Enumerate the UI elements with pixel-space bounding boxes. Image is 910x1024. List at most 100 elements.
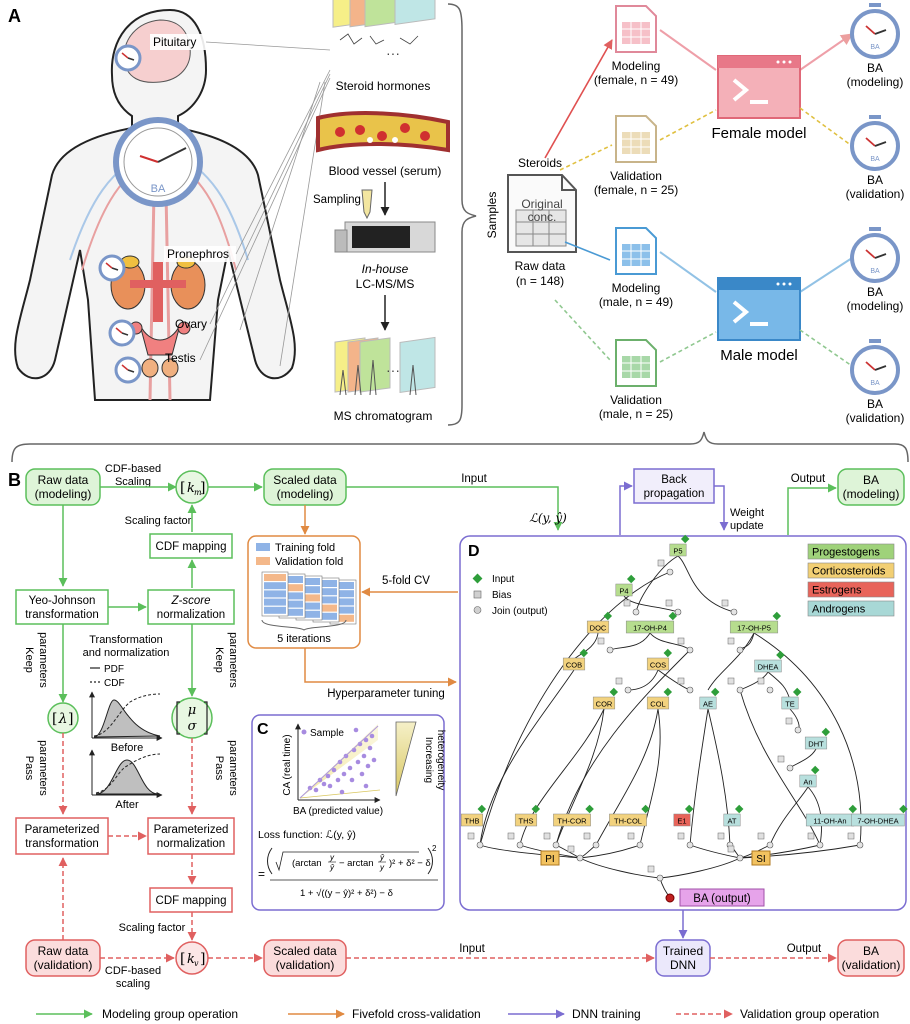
raw-validation-title: Raw data — [38, 944, 89, 958]
input-node — [776, 650, 785, 660]
network-edge — [769, 786, 809, 846]
legend-input: Input — [492, 574, 514, 585]
raw-validation-sub: (validation) — [34, 958, 93, 972]
join-node — [686, 646, 694, 654]
join-node — [736, 686, 744, 694]
scatter-point — [349, 777, 355, 783]
steroid-node: DHT — [804, 736, 828, 750]
scaling-factor-validation-label: Scaling factor — [119, 922, 186, 934]
hetero-label-2: heterogeneity — [435, 730, 446, 791]
scatter-point — [337, 759, 343, 765]
bias-node — [721, 599, 729, 607]
steroid-node: COB — [562, 657, 586, 671]
network-edge — [479, 844, 581, 859]
legend-bias: Bias — [492, 590, 511, 601]
scatter-point — [327, 783, 333, 789]
param-norm-title: Parameterized — [154, 824, 229, 836]
join-node — [552, 841, 560, 849]
clock-label: BA — [867, 61, 883, 75]
file-sublabel: (female, n = 25) — [594, 183, 678, 197]
steroid-node-label: 11-OH-An — [813, 817, 846, 826]
bias-node — [717, 832, 725, 840]
sample-legend-label: Sample — [310, 728, 344, 739]
cdf-legend: CDF — [104, 678, 125, 689]
steroid-node-label: THB — [465, 817, 480, 826]
join-node — [592, 841, 600, 849]
ba-validation-title: BA — [863, 944, 879, 958]
input-node — [710, 687, 720, 697]
input-node — [680, 534, 690, 544]
clock-icon — [98, 254, 126, 282]
training-fold-swatch — [256, 543, 270, 551]
steroid-node: DOC — [586, 620, 610, 634]
scatter-point — [367, 745, 373, 751]
bracket-icon: ] — [200, 480, 205, 496]
bias-node — [615, 677, 623, 685]
steroid-node: AT — [723, 813, 741, 827]
panel-a-label: A — [8, 6, 21, 26]
scatter-point — [339, 789, 345, 795]
five-iterations-label: 5 iterations — [277, 633, 331, 645]
label-testis: Testis — [165, 351, 196, 365]
clock-sublabel: (modeling) — [847, 299, 904, 313]
file-label: Modeling — [612, 281, 661, 295]
label-ovary: Ovary — [175, 317, 207, 331]
clock-face-label: BA — [870, 380, 880, 387]
cdf-scaling-label: CDF-based — [105, 463, 161, 475]
tube-icon — [361, 189, 373, 220]
network-legend: Input Bias Join (output) — [472, 573, 548, 617]
svg-text:)² + δ² − δ: )² + δ² − δ — [389, 858, 431, 869]
input-node — [772, 611, 782, 621]
legend-join: Join (output) — [492, 606, 548, 617]
pass-params-right: Pass — [213, 756, 225, 781]
bias-node — [757, 677, 765, 685]
ba-modeling-sub: (modeling) — [843, 487, 900, 501]
join-node — [624, 686, 632, 694]
keep-params-right: Keep — [213, 647, 225, 673]
network-edge — [659, 857, 741, 879]
steroid-node: 11-OH-An — [805, 813, 855, 827]
steroid-node: COS — [646, 657, 670, 671]
steroid-node-label: TE — [785, 700, 795, 709]
scatter-point — [353, 727, 359, 733]
bracket-icon: [ — [180, 951, 185, 967]
loss-formula: = (arctan y ŷ − arctan ŷ y )² + δ² − δ 2… — [258, 844, 438, 899]
ellipsis-icon: ··· — [386, 45, 400, 61]
validation-fold-label: Validation fold — [275, 556, 343, 568]
bias-node-legend-icon — [473, 590, 482, 599]
scatter-point — [369, 733, 375, 739]
steroid-node: DHEA — [754, 659, 782, 673]
steroid-node-label: 17-OH-P4 — [633, 624, 667, 633]
ba-output-node — [665, 893, 675, 903]
si-label: SI — [756, 854, 765, 865]
network-edge — [639, 708, 661, 846]
bias-node — [847, 832, 855, 840]
param-trans-sub: transformation — [25, 838, 99, 850]
scatter-points — [299, 725, 379, 799]
panel-c-label: C — [257, 721, 269, 738]
clock-sublabel: (modeling) — [847, 75, 904, 89]
steroid-node-label: E1 — [677, 817, 686, 826]
network-edge — [739, 689, 821, 846]
stopwatch-icon — [850, 227, 900, 283]
validation-fold-swatch — [256, 557, 270, 565]
file-sublabel: (female, n = 49) — [594, 73, 678, 87]
pi-node — [540, 850, 560, 866]
class-swatch — [807, 543, 895, 560]
stopwatch-icon — [850, 339, 900, 395]
join-node — [794, 726, 802, 734]
steroid-node-label: COL — [650, 700, 665, 709]
ba-validation-box — [837, 939, 905, 977]
fold-sheet — [261, 571, 289, 617]
steroid-node-label: TH-COR — [557, 817, 587, 826]
scaling-factor-label: Scaling factor — [125, 515, 192, 527]
bias-node — [677, 832, 685, 840]
blood-vessel-label: Blood vessel (serum) — [329, 164, 442, 178]
cdf-mapping-label: CDF mapping — [156, 541, 227, 553]
male-model-label: Male model — [720, 347, 798, 364]
steroid-node: THB — [460, 813, 484, 827]
lcms-label: LC-MS/MS — [356, 277, 415, 291]
file-label: Modeling — [612, 59, 661, 73]
file-label: Validation — [610, 393, 662, 407]
steroid-node-label: DOC — [590, 624, 607, 633]
